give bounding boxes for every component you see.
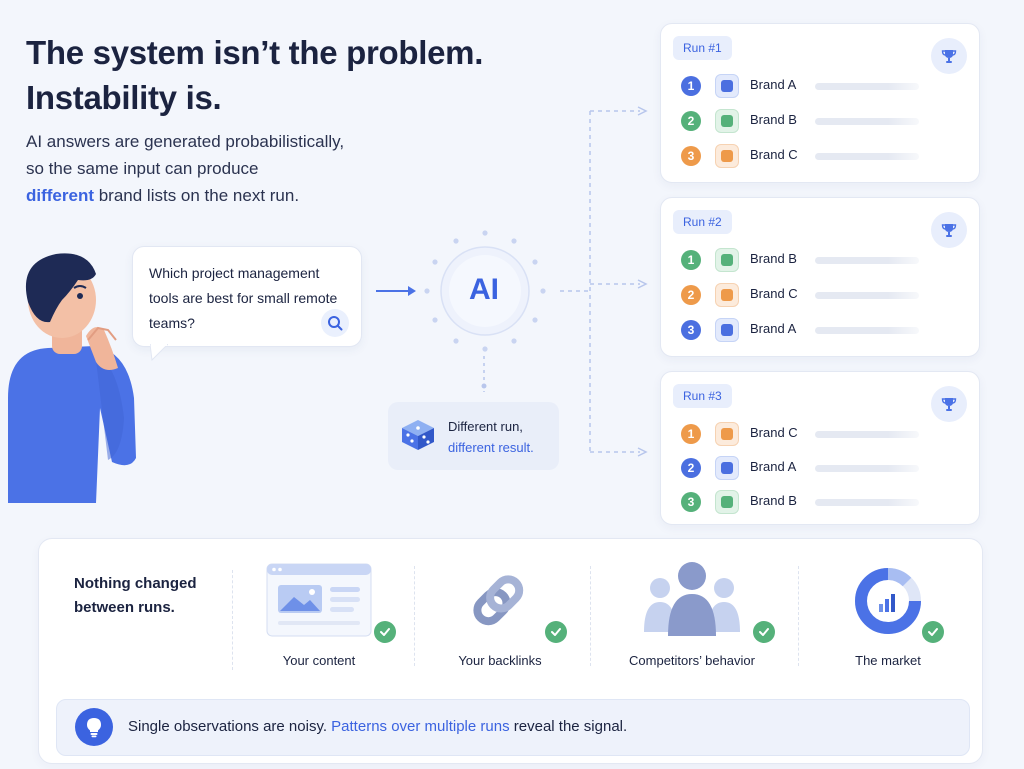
- lightbulb-icon: [75, 708, 113, 746]
- run-card-3: Run #3 1 Brand C 2 Brand A 3 Brand B: [660, 371, 980, 525]
- rank-number: 2: [681, 111, 701, 131]
- rank-row: 1 Brand C: [681, 422, 971, 447]
- brand-b-icon: [715, 490, 739, 514]
- headline: The system isn’t the problem. Instabilit…: [26, 30, 546, 120]
- rank-number: 2: [681, 285, 701, 305]
- subtext-line-2: so the same input can produce: [26, 159, 259, 178]
- brand-name: Brand A: [750, 321, 797, 336]
- brand-a-icon: [715, 318, 739, 342]
- check-icon: [922, 621, 944, 643]
- brand-name: Brand B: [750, 493, 797, 508]
- subtext-highlight: different: [26, 186, 94, 205]
- rank-row: 1 Brand A: [681, 74, 971, 99]
- brand-bar: [815, 499, 919, 506]
- brand-b-icon: [715, 109, 739, 133]
- insight-bar: [56, 699, 970, 756]
- brand-c-icon: [715, 422, 739, 446]
- brand-name: Brand C: [750, 147, 798, 162]
- subtext-line-1: AI answers are generated probabilistical…: [26, 132, 345, 151]
- brand-name: Brand A: [750, 459, 797, 474]
- different-run-line-1: Different run,: [448, 419, 523, 434]
- ai-orb: [424, 230, 546, 352]
- different-run-line-2: different result.: [448, 440, 534, 455]
- brand-bar: [815, 327, 919, 334]
- rank-number: 2: [681, 458, 701, 478]
- brand-bar: [815, 257, 919, 264]
- rank-number: 3: [681, 146, 701, 166]
- check-icon: [545, 621, 567, 643]
- run-card-1: Run #1 1 Brand A 2 Brand B 3 Brand C: [660, 23, 980, 183]
- factor-label: The market: [855, 653, 921, 668]
- brand-a-icon: [715, 74, 739, 98]
- divider: [590, 566, 591, 666]
- check-icon: [753, 621, 775, 643]
- subtext-tail: brand lists on the next run.: [94, 186, 300, 205]
- brand-name: Brand A: [750, 77, 797, 92]
- factor-label: Your backlinks: [458, 653, 542, 668]
- rank-row: 3 Brand B: [681, 490, 971, 515]
- rank-number: 1: [681, 424, 701, 444]
- brand-bar: [815, 465, 919, 472]
- search-button[interactable]: [321, 309, 349, 337]
- nothing-changed-title: Nothing changed between runs.: [74, 572, 234, 620]
- rank-row: 3 Brand A: [681, 318, 971, 343]
- subtext: AI answers are generated probabilistical…: [26, 128, 396, 209]
- brand-bar: [815, 83, 919, 90]
- insight-text: Single observations are noisy. Patterns …: [128, 718, 627, 735]
- insight-highlight: Patterns over multiple runs: [331, 718, 510, 735]
- rank-number: 3: [681, 492, 701, 512]
- brand-name: Brand B: [750, 251, 797, 266]
- query-text: Which project management tools are best …: [149, 265, 338, 331]
- brand-bar: [815, 118, 919, 125]
- headline-line-1: The system isn’t the problem.: [26, 34, 484, 71]
- factor-label: Your content: [282, 653, 356, 668]
- brand-name: Brand C: [750, 425, 798, 440]
- trophy-icon: [931, 38, 967, 74]
- brand-name: Brand B: [750, 112, 797, 127]
- headline-line-2: Instability is.: [26, 79, 222, 116]
- nothing-changed-line-2: between runs.: [74, 599, 175, 616]
- brand-c-icon: [715, 283, 739, 307]
- content-icon: [266, 563, 372, 637]
- brand-b-icon: [715, 248, 739, 272]
- divider: [798, 566, 799, 666]
- ai-label: AI: [469, 273, 499, 306]
- trophy-icon: [931, 212, 967, 248]
- insight-part-1: Single observations are noisy.: [128, 718, 332, 735]
- rank-row: 2 Brand B: [681, 109, 971, 134]
- brand-bar: [815, 431, 919, 438]
- rank-row: 2 Brand A: [681, 456, 971, 481]
- divider: [414, 566, 415, 666]
- thinking-person-illustration: [8, 253, 136, 503]
- subtext-line-3: different brand lists on the next run.: [26, 182, 396, 209]
- bubble-tail: [150, 344, 168, 362]
- search-icon: [328, 316, 343, 331]
- rank-number: 3: [681, 320, 701, 340]
- run-label: Run #2: [673, 210, 732, 234]
- link-icon: [473, 575, 524, 626]
- run-card-2: Run #2 1 Brand B 2 Brand C 3 Brand A: [660, 197, 980, 357]
- rank-number: 1: [681, 76, 701, 96]
- rank-number: 1: [681, 250, 701, 270]
- insight-part-2: reveal the signal.: [509, 718, 628, 735]
- brand-bar: [815, 292, 919, 299]
- run-label: Run #3: [673, 384, 732, 408]
- dice-icon: [402, 420, 434, 450]
- brand-name: Brand C: [750, 286, 798, 301]
- brand-c-icon: [715, 144, 739, 168]
- market-chart-icon: [855, 568, 921, 634]
- trophy-icon: [931, 386, 967, 422]
- run-label: Run #1: [673, 36, 732, 60]
- check-icon: [374, 621, 396, 643]
- nothing-changed-line-1: Nothing changed: [74, 575, 197, 592]
- brand-bar: [815, 153, 919, 160]
- people-icon: [644, 562, 740, 636]
- divider: [232, 570, 233, 670]
- rank-row: 3 Brand C: [681, 144, 971, 169]
- rank-row: 2 Brand C: [681, 283, 971, 308]
- factor-label: Competitors’ behavior: [629, 653, 755, 668]
- brand-a-icon: [715, 456, 739, 480]
- rank-row: 1 Brand B: [681, 248, 971, 273]
